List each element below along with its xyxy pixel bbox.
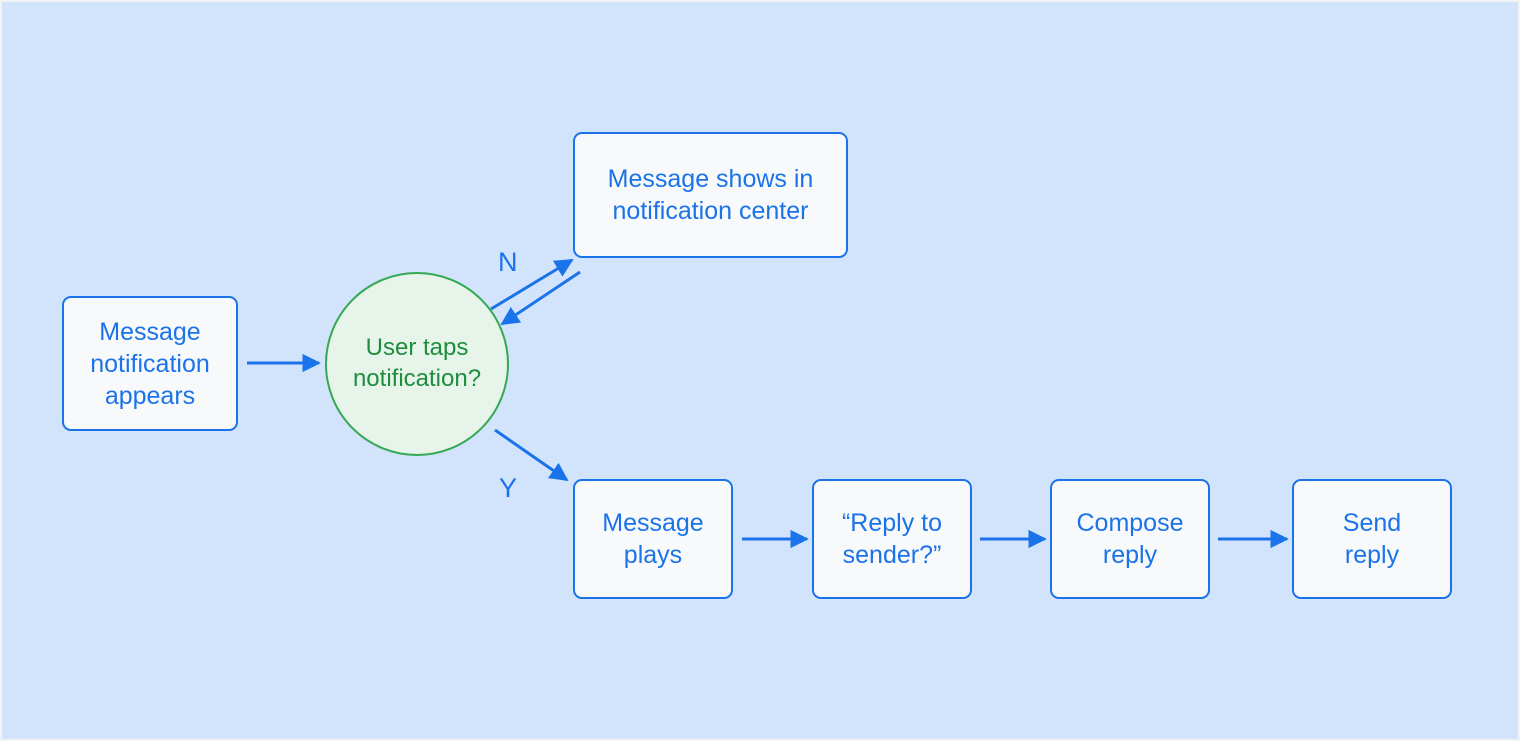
node-reply-to-sender[interactable]: “Reply to sender?” bbox=[812, 479, 972, 599]
node-compose-reply[interactable]: Compose reply bbox=[1050, 479, 1210, 599]
node-message-plays[interactable]: Message plays bbox=[573, 479, 733, 599]
node-message-notification-appears[interactable]: Message notification appears bbox=[62, 296, 238, 431]
edge-label-yes: Y bbox=[499, 473, 518, 503]
edge-notification-center-to-decision bbox=[500, 270, 581, 326]
node-label-line2: reply bbox=[1344, 541, 1400, 569]
node-user-taps-notification[interactable]: User taps notification? bbox=[325, 272, 509, 456]
node-label-line2: notification bbox=[90, 349, 210, 378]
edge-label-no: N bbox=[498, 247, 518, 277]
node-label-line2: sender?” bbox=[842, 541, 942, 569]
node-label-line2: reply bbox=[1102, 541, 1158, 569]
node-label-line1: Compose bbox=[1076, 509, 1184, 537]
node-message-shows-in-notification-center[interactable]: Message shows in notification center bbox=[573, 132, 848, 258]
node-label-line1: User taps bbox=[365, 334, 469, 362]
node-label-line1: “Reply to bbox=[841, 509, 943, 537]
node-send-reply[interactable]: Send reply bbox=[1292, 479, 1452, 599]
node-label-line1: Message bbox=[602, 509, 704, 537]
node-label-line1: Send bbox=[1342, 509, 1402, 537]
node-label-line3: appears bbox=[104, 381, 196, 410]
node-label-line2: plays bbox=[623, 541, 683, 569]
node-label-line1: Message bbox=[99, 317, 201, 346]
node-label-line2: notification center bbox=[612, 197, 809, 225]
node-label-line1: Message shows in bbox=[607, 165, 814, 193]
node-label-line2: notification? bbox=[352, 365, 482, 392]
